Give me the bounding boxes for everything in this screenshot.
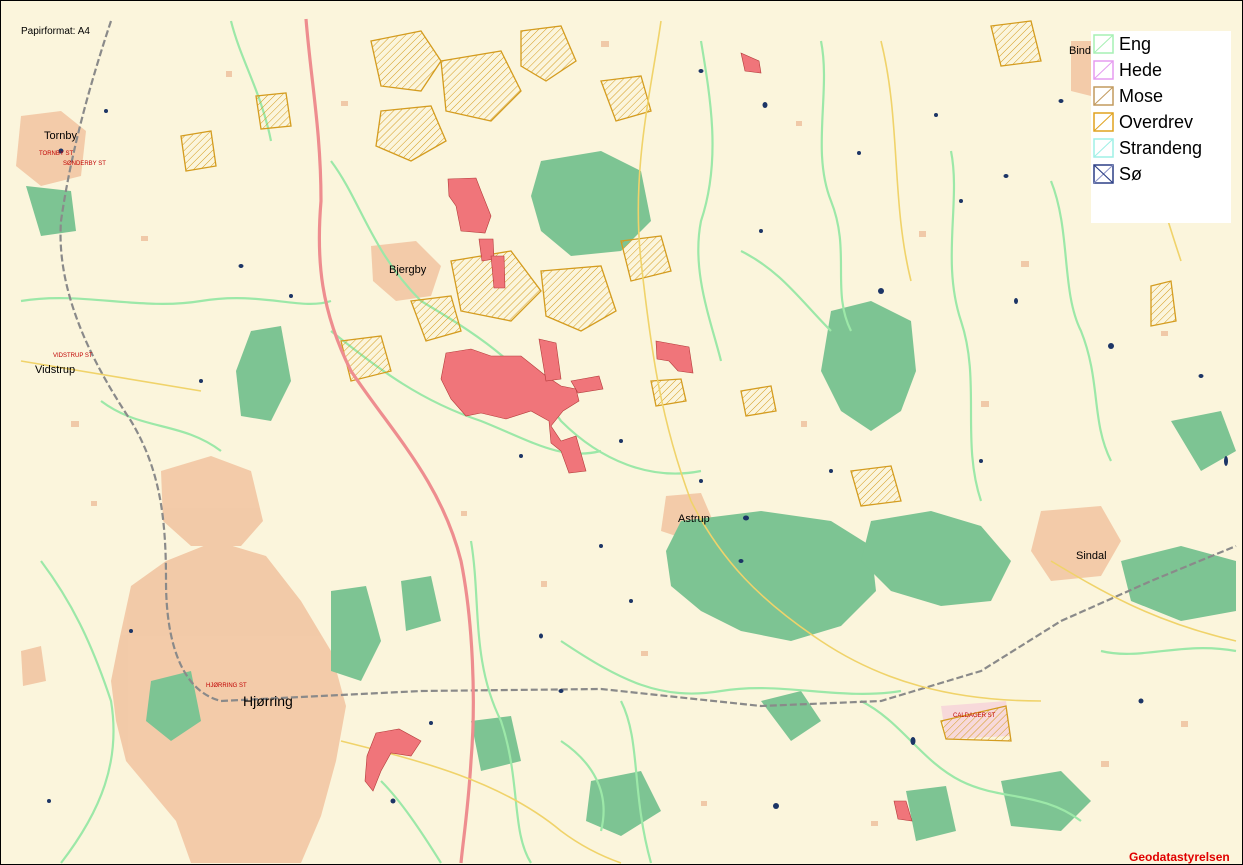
legend-item-soe: Sø bbox=[1091, 161, 1231, 187]
town-label-hjorring: Hjørring bbox=[243, 693, 293, 709]
map-legend: Eng Hede Mose Overdrev bbox=[1091, 31, 1231, 223]
legend-label-soe: Sø bbox=[1119, 164, 1143, 184]
legend-item-overdrev: Overdrev bbox=[1091, 109, 1231, 135]
town-label-vidstrup: Vidstrup bbox=[35, 364, 76, 376]
farm-blocks bbox=[71, 41, 1218, 826]
legend-label-strandeng: Strandeng bbox=[1119, 138, 1203, 158]
station-label-sonderby: SØNDERBY ST bbox=[63, 161, 106, 167]
hede-swatch-icon bbox=[1093, 60, 1114, 80]
legend-item-strandeng: Strandeng bbox=[1091, 135, 1231, 161]
soe-swatch-icon bbox=[1093, 164, 1114, 184]
overdrev-swatch-icon bbox=[1093, 112, 1114, 132]
legend-label-overdrev: Overdrev bbox=[1119, 112, 1194, 132]
town-label-bjergby: Bjergby bbox=[389, 264, 427, 276]
motorway bbox=[304, 18, 475, 864]
strandeng-swatch-icon bbox=[1093, 138, 1114, 158]
town-label-sindal: Sindal bbox=[1076, 550, 1107, 562]
station-label-hjorring: HJØRRING ST bbox=[206, 683, 247, 689]
overdrev-areas bbox=[180, 20, 1177, 742]
legend-label-eng: Eng bbox=[1119, 34, 1152, 54]
station-label-tornby: TORNBY ST bbox=[39, 151, 74, 157]
lakes bbox=[47, 69, 1228, 809]
attribution-label: Geodatastyrelsen bbox=[1129, 850, 1230, 864]
forest-areas bbox=[26, 151, 1236, 841]
legend-item-mose: Mose bbox=[1091, 83, 1231, 109]
town-label-astrup: Astrup bbox=[678, 513, 710, 525]
town-label-tornby: Tornby bbox=[44, 130, 78, 142]
highlighted-parcels[interactable] bbox=[364, 52, 913, 822]
eng-swatch-icon bbox=[1093, 34, 1114, 54]
paper-format-label: Papirformat: A4 bbox=[21, 26, 90, 37]
legend-item-hede: Hede bbox=[1091, 57, 1231, 83]
legend-label-hede: Hede bbox=[1119, 60, 1163, 80]
railways bbox=[59, 20, 1237, 708]
station-label-caldager: CALDAGER ST bbox=[953, 713, 996, 719]
mose-swatch-icon bbox=[1093, 86, 1114, 106]
station-label-vidstrup: VIDSTRUP ST bbox=[53, 353, 93, 359]
legend-label-mose: Mose bbox=[1119, 86, 1164, 106]
legend-item-eng: Eng bbox=[1091, 31, 1231, 57]
